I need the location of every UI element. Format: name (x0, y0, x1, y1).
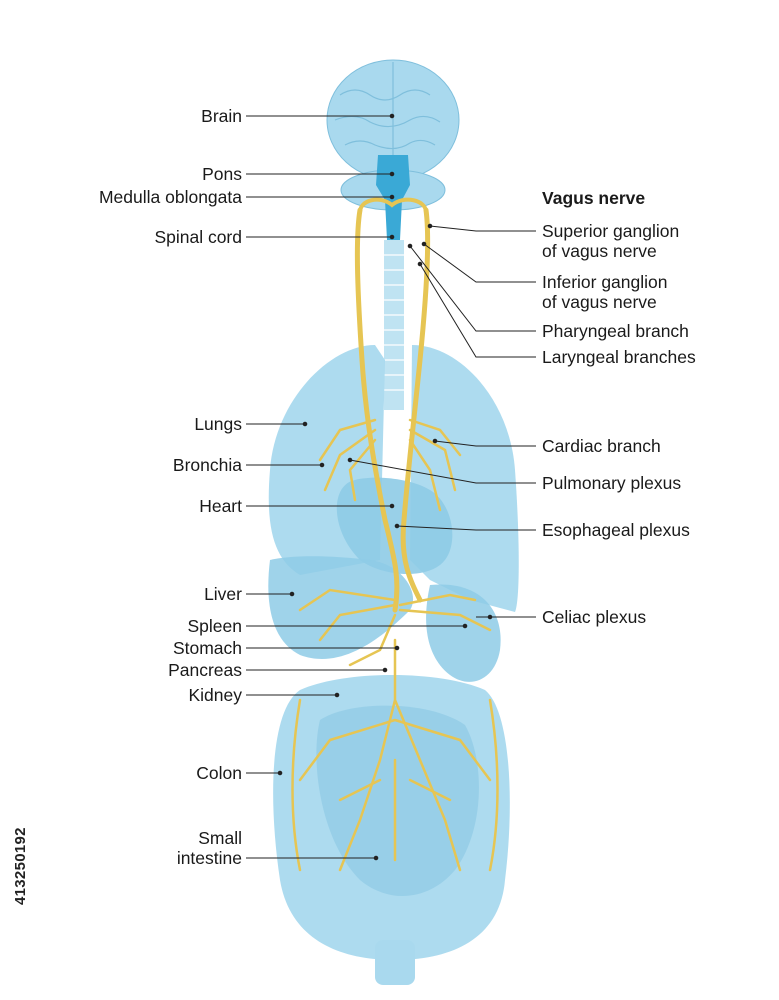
leader-pulmonary-plexus (349, 459, 536, 484)
label-medulla: Medulla oblongata (98, 187, 242, 207)
label-bronchia: Bronchia (172, 455, 242, 475)
vertebra-lines (384, 254, 404, 391)
label-pancreas: Pancreas (168, 660, 242, 680)
leader-dot-lungs (302, 421, 308, 427)
leader-dot-pons (389, 171, 395, 177)
label-stomach: Stomach (172, 638, 242, 658)
label-kidney: Kidney (188, 685, 242, 705)
leader-esophageal-plexus (396, 525, 536, 531)
leader-dot-pulmonary-plexus (347, 457, 353, 463)
organs (268, 59, 519, 985)
spinal-column-shape (384, 240, 404, 410)
leader-dot-brain (389, 113, 395, 119)
label-spleen: Spleen (187, 616, 243, 636)
label-esophageal-plexus: Esophageal plexus (542, 520, 690, 540)
leader-inferior-ganglion (423, 243, 536, 283)
leader-dot-bronchia (319, 462, 325, 468)
leader-dot-liver (289, 591, 295, 597)
label-pharyngeal-branch: Pharyngeal branch (542, 321, 689, 341)
leader-laryngeal-branches (419, 263, 536, 358)
rectum-shape (375, 940, 415, 985)
label-laryngeal-branches: Laryngeal branches (542, 347, 696, 367)
diagram-title: Vagus nerve (542, 188, 646, 208)
small-intestine-shape (316, 705, 479, 897)
abdominal-branches (291, 638, 499, 872)
leader-dot-heart (389, 503, 395, 509)
leader-lines (246, 113, 536, 861)
leader-dot-superior-ganglion (427, 223, 433, 229)
stock-id: 413250192 (12, 827, 29, 905)
left-vagus-trunk (354, 207, 400, 613)
label-liver: Liver (204, 584, 242, 604)
stomach-shape (426, 584, 501, 682)
leader-dot-inferior-ganglion (421, 241, 427, 247)
label-celiac-plexus: Celiac plexus (542, 607, 647, 627)
leader-dot-medulla (389, 194, 395, 200)
leader-dot-spleen (462, 623, 468, 629)
leader-dot-pancreas (382, 667, 388, 673)
leader-cardiac-branch (434, 440, 536, 447)
label-lungs: Lungs (194, 414, 242, 434)
leader-dot-stomach (394, 645, 400, 651)
leader-dot-kidney (334, 692, 340, 698)
label-pons: Pons (202, 164, 242, 184)
label-pulmonary-plexus: Pulmonary plexus (542, 473, 682, 493)
stock-id-watermark: 413250192 (10, 765, 34, 905)
label-spinal-cord: Spinal cord (154, 227, 242, 247)
nerves (291, 197, 499, 872)
leader-dot-spinal-cord (389, 234, 395, 240)
heart-shape (336, 477, 453, 575)
label-heart: Heart (199, 496, 242, 516)
leader-dot-pharyngeal-branch (407, 243, 413, 249)
leader-pharyngeal-branch (409, 245, 536, 332)
upper-arch (358, 197, 428, 214)
leader-dot-colon (277, 770, 283, 776)
leader-dot-small-intestine (373, 855, 379, 861)
celiac-branches (298, 588, 492, 667)
label-brain: Brain (201, 106, 242, 126)
leader-dot-laryngeal-branches (417, 261, 423, 267)
right-lung-shape (410, 345, 519, 612)
liver-shape (268, 556, 414, 659)
leader-dot-esophageal-plexus (394, 523, 400, 529)
leader-superior-ganglion (429, 225, 536, 232)
leader-dot-cardiac-branch (432, 438, 438, 444)
label-cardiac-branch: Cardiac branch (542, 436, 661, 456)
pulmonary-branches (318, 418, 462, 512)
leader-dot-celiac-plexus (487, 614, 493, 620)
label-colon: Colon (196, 763, 242, 783)
brain-folds (334, 62, 441, 172)
